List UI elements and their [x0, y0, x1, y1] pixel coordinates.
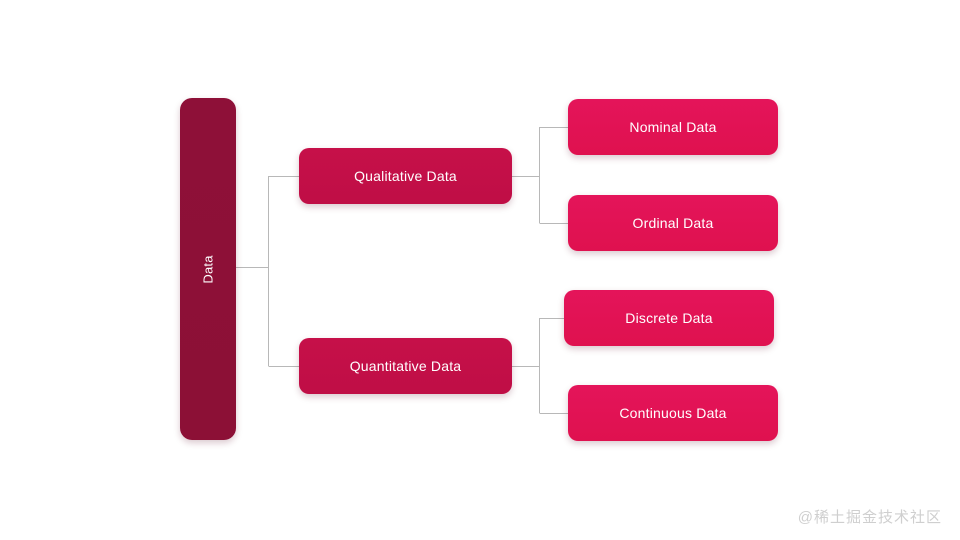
- watermark: @稀土掘金技术社区: [797, 509, 942, 526]
- node-quantitative-data[interactable]: Quantitative Data: [299, 338, 512, 394]
- node-quantitative-data-label: Quantitative Data: [349, 358, 462, 374]
- node-data-root[interactable]: Data: [180, 98, 236, 440]
- node-discrete-data-label: Discrete Data: [625, 310, 713, 326]
- node-discrete-data[interactable]: Discrete Data: [564, 290, 774, 346]
- node-nominal-data[interactable]: Nominal Data: [568, 99, 778, 155]
- node-ordinal-data[interactable]: Ordinal Data: [568, 195, 778, 251]
- node-qualitative-data-label: Qualitative Data: [354, 168, 457, 184]
- node-nominal-data-label: Nominal Data: [629, 119, 717, 135]
- node-qualitative-data[interactable]: Qualitative Data: [299, 148, 512, 204]
- node-data-root-label: Data: [200, 254, 216, 284]
- node-continuous-data-label: Continuous Data: [619, 405, 727, 421]
- node-ordinal-data-label: Ordinal Data: [632, 215, 714, 231]
- node-continuous-data[interactable]: Continuous Data: [568, 385, 778, 441]
